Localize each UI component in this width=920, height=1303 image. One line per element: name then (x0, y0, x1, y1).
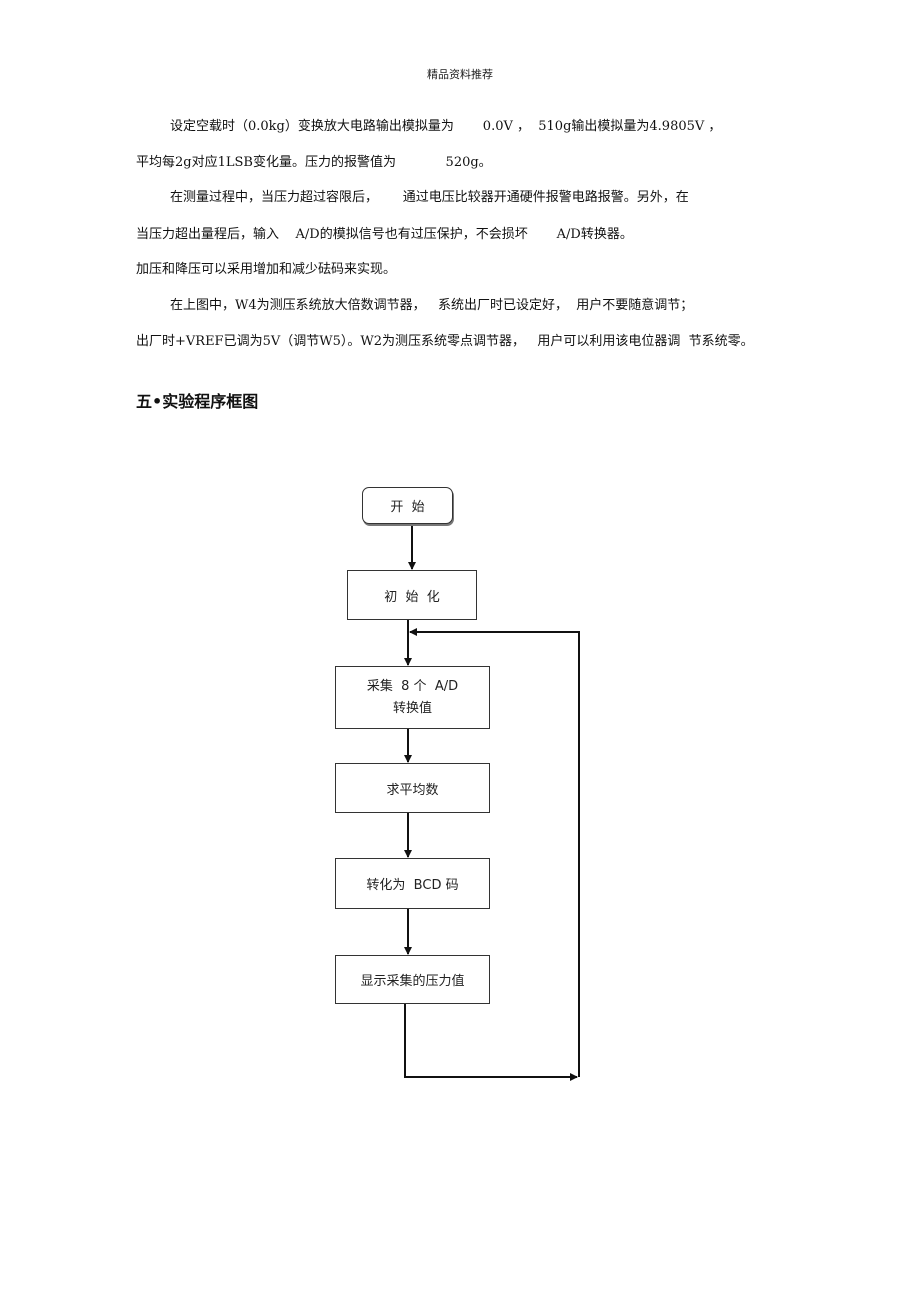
flow-sample-label-2: 转换值 (392, 700, 432, 716)
flow-display-label: 显示采集的压力值 (360, 974, 465, 989)
paragraph-line-7: 出厂时+VREF已调为5V（调节W5）。W2为测压系统零点调节器， 用户可以利用… (136, 334, 754, 349)
flow-average: 求平均数 (335, 763, 490, 813)
flow-init: 初 始 化 (347, 570, 477, 620)
paragraph-line-3: 在测量过程中，当压力超过容限后， 通过电压比较器开通硬件报警电路报警。另外，在 (170, 190, 689, 205)
paragraph-line-6: 在上图中，W4为测压系统放大倍数调节器， 系统出厂时已设定好， 用户不要随意调节… (170, 298, 694, 313)
paragraph-line-2: 平均每2g对应1LSB变化量。压力的报警值为 520g。 (136, 155, 492, 170)
page-header: 精品资料推荐 (427, 68, 493, 81)
paragraph-line-4: 当压力超出量程后，输入 A/D的模拟信号也有过压保护，不会损坏 A/D转换器。 (136, 227, 633, 242)
flow-init-label: 初 始 化 (384, 589, 440, 605)
flow-convert: 转化为 BCD 码 (335, 858, 490, 909)
flow-display: 显示采集的压力值 (335, 955, 490, 1004)
flow-start-label: 开 始 (390, 500, 425, 515)
paragraph-line-5: 加压和降压可以采用增加和减少砝码来实现。 (136, 262, 397, 277)
flow-sample: 采集 8 个 A/D 转换值 (335, 666, 490, 729)
paragraph-line-1: 设定空载时（0.0kg）变换放大电路输出模拟量为 0.0V ， 510g输出模拟… (170, 119, 722, 134)
loop-out-line (404, 1004, 578, 1081)
loop-back-line (409, 628, 580, 1077)
section-heading: 五•实验程序框图 (136, 392, 259, 411)
flow-average-label: 求平均数 (386, 782, 439, 798)
flow-convert-label: 转化为 BCD 码 (366, 878, 459, 893)
flow-sample-label-1: 采集 8 个 A/D (366, 678, 459, 694)
flow-start: 开 始 (362, 487, 453, 524)
